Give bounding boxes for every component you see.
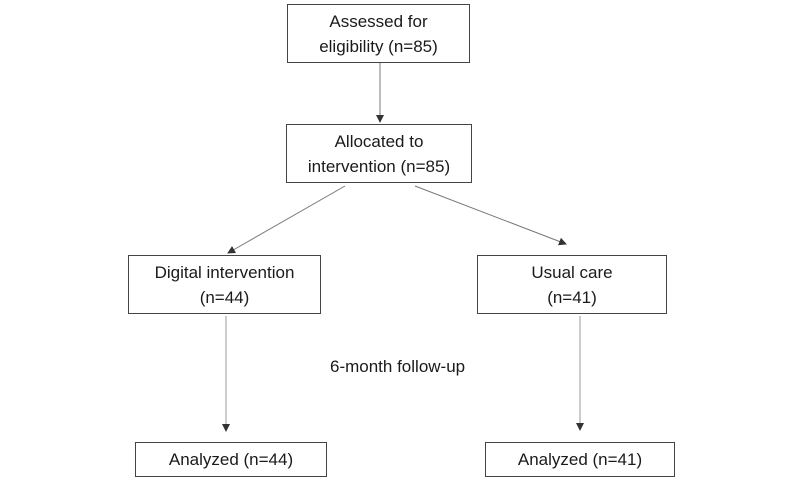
allocated-intervention-box: Allocated to intervention (n=85) xyxy=(286,124,472,183)
usual-line1: Usual care xyxy=(531,262,613,282)
assessed-line2: eligibility (n=85) xyxy=(319,36,438,56)
usual-care-box: Usual care (n=41) xyxy=(477,255,667,314)
allocated-line1: Allocated to xyxy=(334,131,424,151)
analyzed-digital-box: Analyzed (n=44) xyxy=(135,442,327,477)
arrow-allocated-to-usual xyxy=(414,185,567,246)
digital-intervention-box: Digital intervention (n=44) xyxy=(128,255,321,314)
digital-line2: (n=44) xyxy=(199,287,250,307)
analyzed-digital-label: Analyzed (n=44) xyxy=(168,450,294,469)
analyzed-usual-label: Analyzed (n=41) xyxy=(517,450,643,469)
arrow-allocated-to-digital xyxy=(227,185,346,254)
digital-line1: Digital intervention xyxy=(154,262,295,282)
allocated-line2: intervention (n=85) xyxy=(307,156,451,176)
assessed-line1: Assessed for xyxy=(329,11,428,31)
assessed-eligibility-box: Assessed for eligibility (n=85) xyxy=(287,4,470,63)
usual-line2: (n=41) xyxy=(547,287,597,307)
analyzed-usual-box: Analyzed (n=41) xyxy=(485,442,675,477)
followup-label: 6-month follow-up xyxy=(330,357,466,376)
